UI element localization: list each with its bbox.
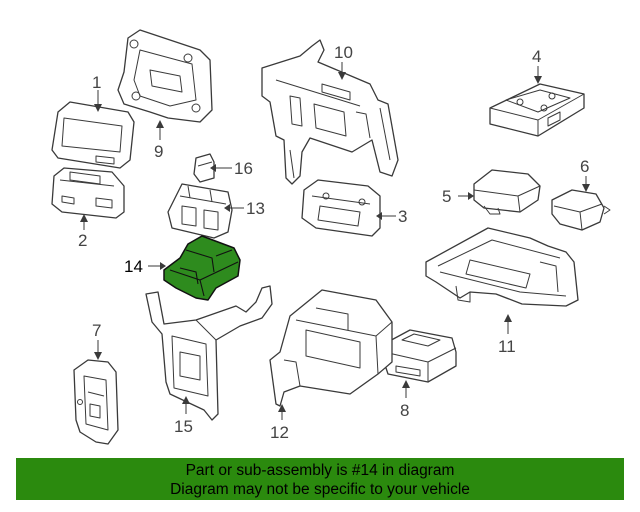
part-12[interactable] [269,289,393,420]
callout-7: 7 [92,321,101,340]
part-8[interactable] [383,329,457,398]
callout-3: 3 [398,207,407,226]
callout-5: 5 [442,187,451,206]
part-13[interactable] [167,183,244,239]
part-11[interactable] [425,227,579,334]
callout-12: 12 [270,423,289,442]
callout-2: 2 [78,231,87,250]
callout-4: 4 [532,47,541,66]
banner-line-1: Part or sub-assembly is #14 in diagram [185,462,455,479]
part-9[interactable] [117,29,213,140]
part-16[interactable] [193,153,232,183]
callout-11: 11 [498,337,516,356]
part-1[interactable] [51,90,135,169]
info-banner: Part or sub-assembly is #14 in diagram D… [16,458,624,500]
part-4[interactable] [489,66,585,137]
callout-10: 10 [334,43,353,62]
part-15[interactable] [145,285,273,421]
part-14-highlighted[interactable] [148,235,241,301]
callout-1: 1 [92,73,101,92]
part-6[interactable] [551,176,611,231]
callout-8: 8 [400,401,409,420]
callout-14: 14 [124,257,143,276]
part-3[interactable] [301,179,396,237]
callout-13: 13 [246,199,265,218]
callout-15: 15 [174,417,193,436]
callout-6: 6 [580,157,589,176]
callout-9: 9 [154,142,163,161]
part-2[interactable] [51,167,125,230]
part-7[interactable] [73,340,119,445]
parts-diagram: 1 9 2 16 13 14 10 3 4 5 6 11 7 15 12 8 [51,29,611,445]
callout-16: 16 [234,159,253,178]
part-10[interactable] [261,39,399,185]
part-5[interactable] [458,169,541,215]
banner-line-2: Diagram may not be specific to your vehi… [170,481,470,498]
